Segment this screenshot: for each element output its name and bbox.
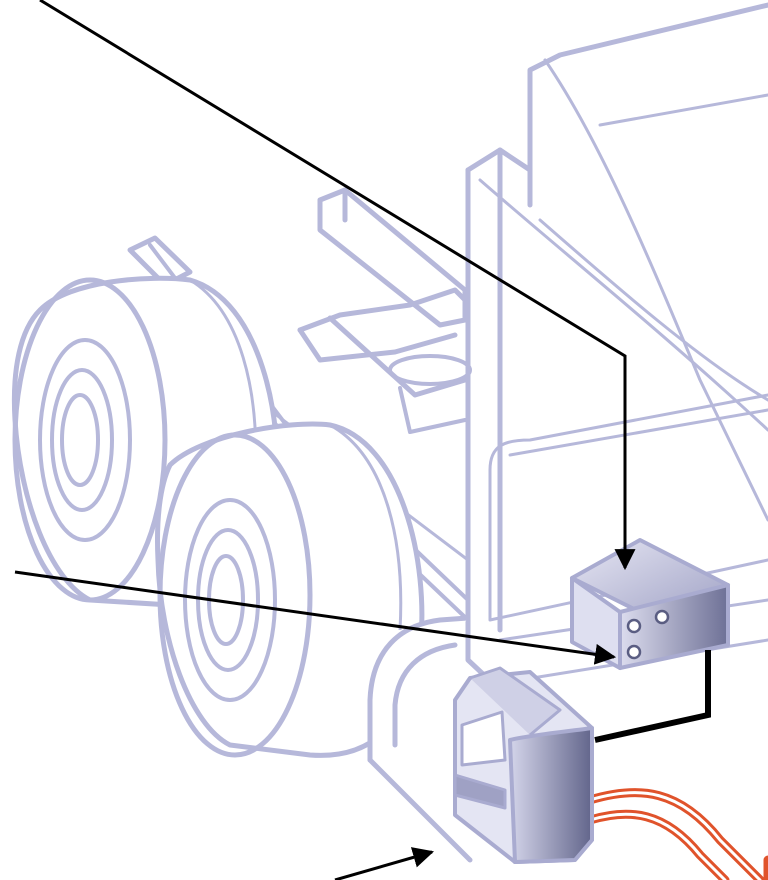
- receiver-box: [570, 538, 730, 670]
- callout-middle-leader: [14, 570, 617, 665]
- rear-wheel-right: [155, 421, 425, 758]
- hitch-housing: [453, 666, 594, 864]
- callout-leaders: [14, 0, 636, 880]
- callout-upper-leader: [39, 0, 636, 571]
- fender: [367, 615, 473, 863]
- connecting-wire: [594, 650, 711, 743]
- callout-lower-leader: [334, 847, 435, 880]
- air-hoses: [585, 788, 768, 880]
- receiver-box-ports: [626, 609, 670, 660]
